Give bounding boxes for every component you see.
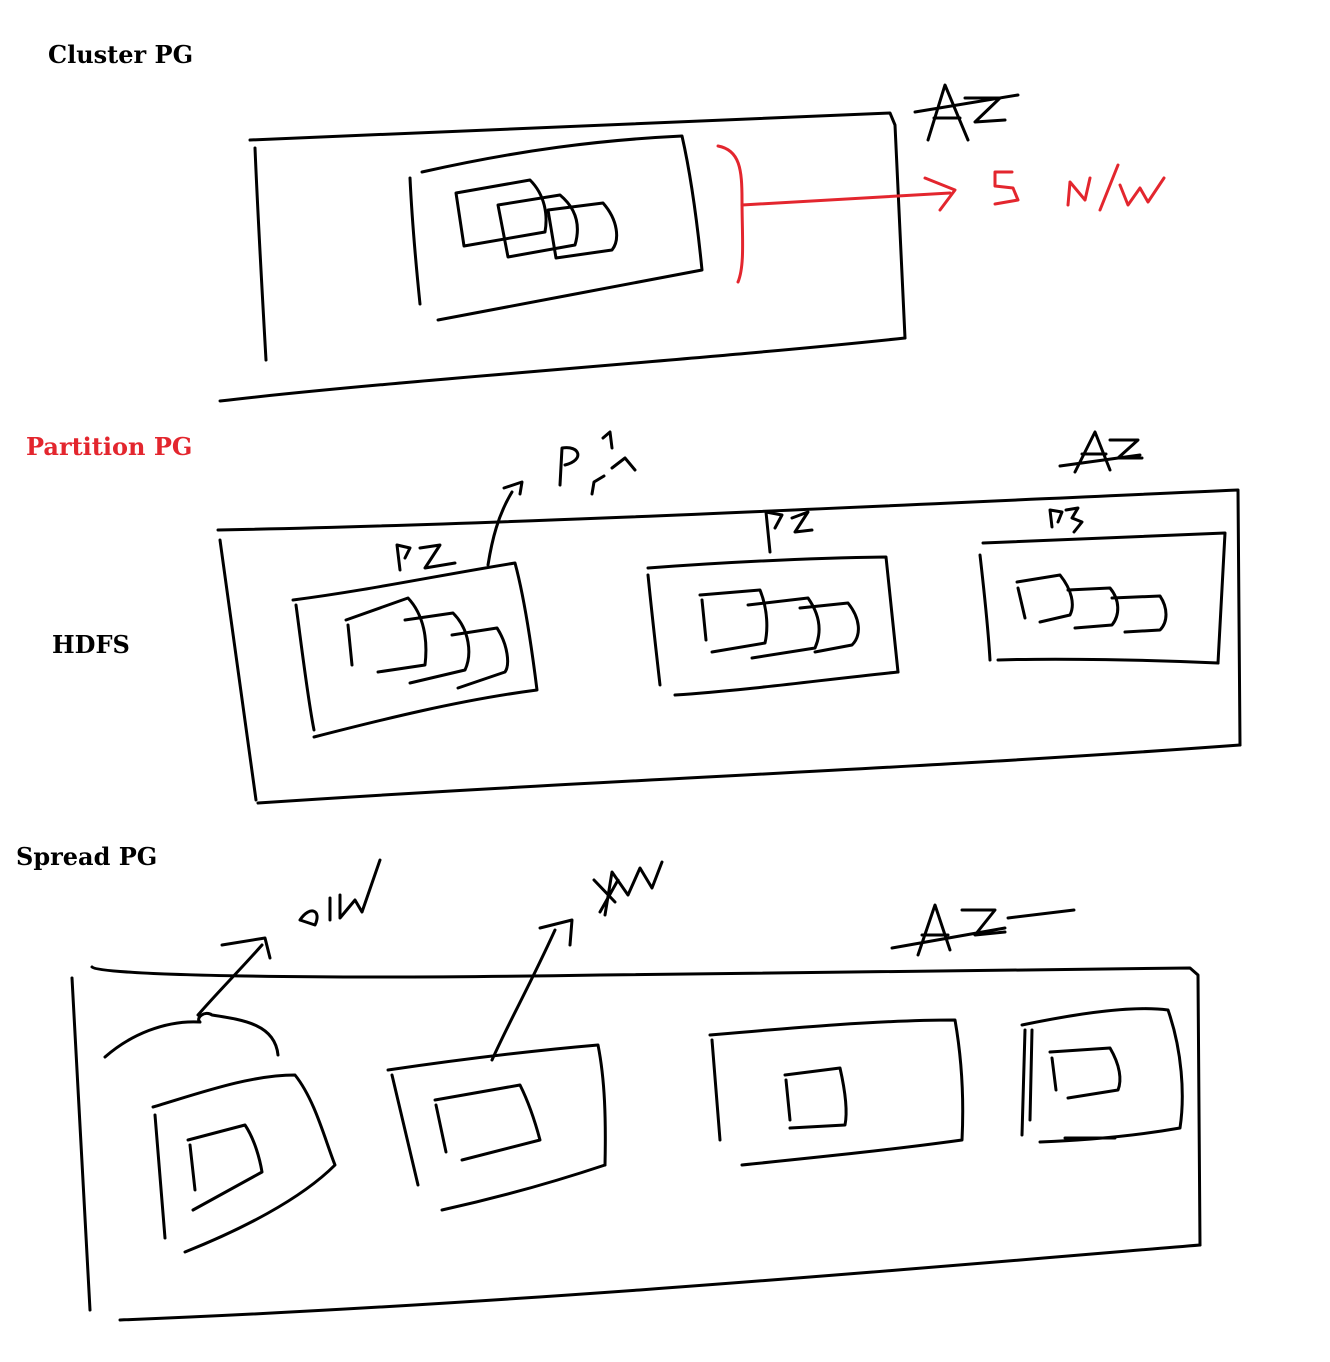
partition-2-label-sketch (764, 510, 814, 554)
partition-2-instances (698, 588, 860, 660)
spread-instance-1 (186, 1123, 264, 1212)
cluster-az-label-sketch (913, 83, 1020, 142)
spread-instance-2 (433, 1083, 542, 1162)
spread-az-label-sketch (890, 903, 1076, 957)
hdfs-label: HDFS (52, 630, 130, 659)
partition-3-box (978, 531, 1227, 665)
partition-pg-label: Partition PG (26, 432, 193, 461)
partition-note-sketch (486, 430, 637, 567)
cluster-network-bracket (716, 144, 1166, 284)
cluster-pg-label: Cluster PG (48, 40, 194, 69)
cluster-az-box (218, 111, 907, 403)
spread-box-2 (386, 1043, 607, 1212)
partition-1-label-sketch (395, 543, 457, 572)
partition-2-box (646, 555, 900, 697)
spread-network-note-1 (103, 858, 382, 1059)
spread-pg-label: Spread PG (16, 842, 158, 871)
partition-3-instances (1015, 573, 1168, 634)
cluster-instances (454, 178, 619, 260)
partition-az-label-sketch (1058, 430, 1144, 474)
spread-network-note-2 (490, 860, 664, 1062)
partition-1-box (291, 561, 539, 739)
partition-1-instances (344, 596, 510, 690)
partition-az-box (216, 488, 1242, 805)
spread-instance-4 (1048, 1046, 1122, 1140)
spread-instance-3 (783, 1066, 848, 1130)
spread-box-1 (151, 1073, 337, 1254)
spread-az-box (70, 965, 1202, 1322)
spread-box-4 (1020, 1007, 1184, 1144)
spread-box-3 (708, 1018, 965, 1167)
partition-3-label-sketch (1048, 506, 1084, 534)
cluster-rack-box (408, 134, 704, 322)
